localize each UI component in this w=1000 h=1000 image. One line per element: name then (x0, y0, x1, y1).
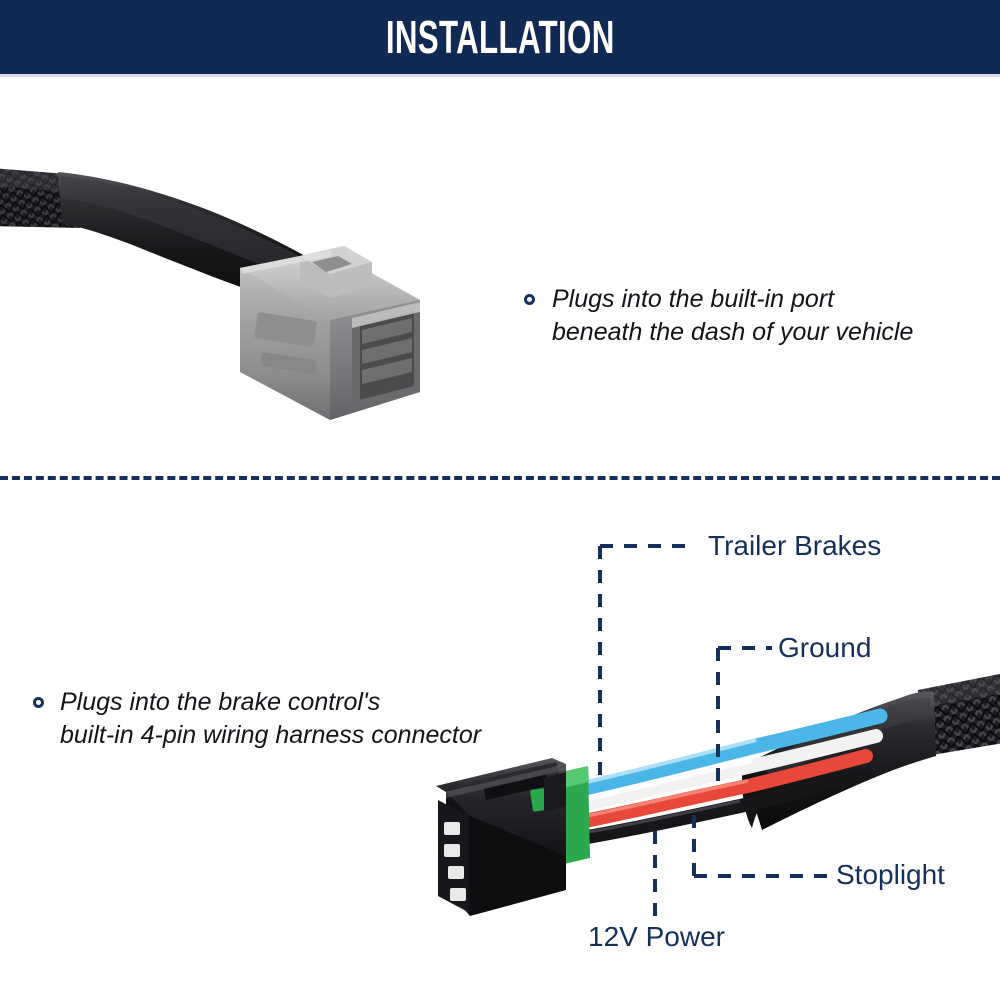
wire-label-ground: Ground (778, 632, 872, 663)
wire-label-stoplight: Stoplight (836, 859, 945, 890)
callout-bottom-text: Plugs into the brake control's built-in … (60, 688, 482, 749)
black-4pin-connector (436, 758, 566, 916)
header-underline (0, 74, 1000, 77)
pin-holes (444, 822, 466, 901)
page-title: INSTALLATION (385, 11, 615, 63)
braided-sleeve-bottom (918, 673, 1000, 756)
bullet-icon (524, 294, 535, 305)
section-divider (0, 476, 1000, 480)
wire-bundle-bottom (568, 708, 888, 845)
gray-connector-top (240, 246, 420, 420)
connector-green-keyway (562, 766, 590, 864)
callout-top-text: Plugs into the built-in port beneath the… (552, 285, 914, 346)
callout-bottom: Plugs into the brake control's built-in … (33, 686, 481, 751)
callout-top: Plugs into the built-in port beneath the… (524, 283, 913, 348)
bullet-icon (33, 697, 44, 708)
wire-label-trailer-brakes: Trailer Brakes (708, 530, 882, 561)
connector-pin-cavities (362, 318, 412, 384)
wire-label-12v-power: 12V Power (588, 921, 725, 952)
header-banner: INSTALLATION (0, 0, 1000, 74)
